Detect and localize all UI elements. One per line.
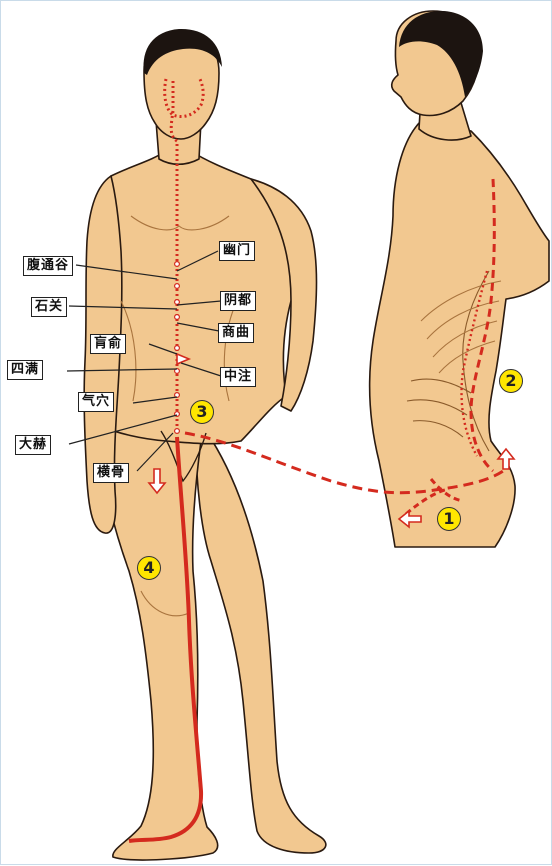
label-shangqu: 商曲 (218, 323, 254, 343)
front-figure (84, 33, 326, 860)
label-futonggu: 腹通谷 (23, 256, 73, 276)
label-henggu: 横骨 (93, 463, 129, 483)
label-dahe: 大赫 (15, 435, 51, 455)
side-figure (370, 11, 549, 547)
label-qixue: 气穴 (78, 392, 114, 412)
marker-2: 2 (499, 369, 523, 393)
label-huangshu: 肓俞 (90, 334, 126, 354)
label-youmen: 幽门 (219, 241, 255, 261)
label-shiguan: 石关 (31, 297, 67, 317)
marker-3: 3 (190, 400, 214, 424)
marker-1: 1 (437, 507, 461, 531)
label-yindu: 阴都 (220, 291, 256, 311)
label-siman: 四满 (7, 360, 43, 380)
side-figure-torso (370, 121, 549, 547)
marker-4: 4 (137, 556, 161, 580)
label-zhongzhu: 中注 (220, 367, 256, 387)
front-figure-right-leg (196, 431, 326, 853)
